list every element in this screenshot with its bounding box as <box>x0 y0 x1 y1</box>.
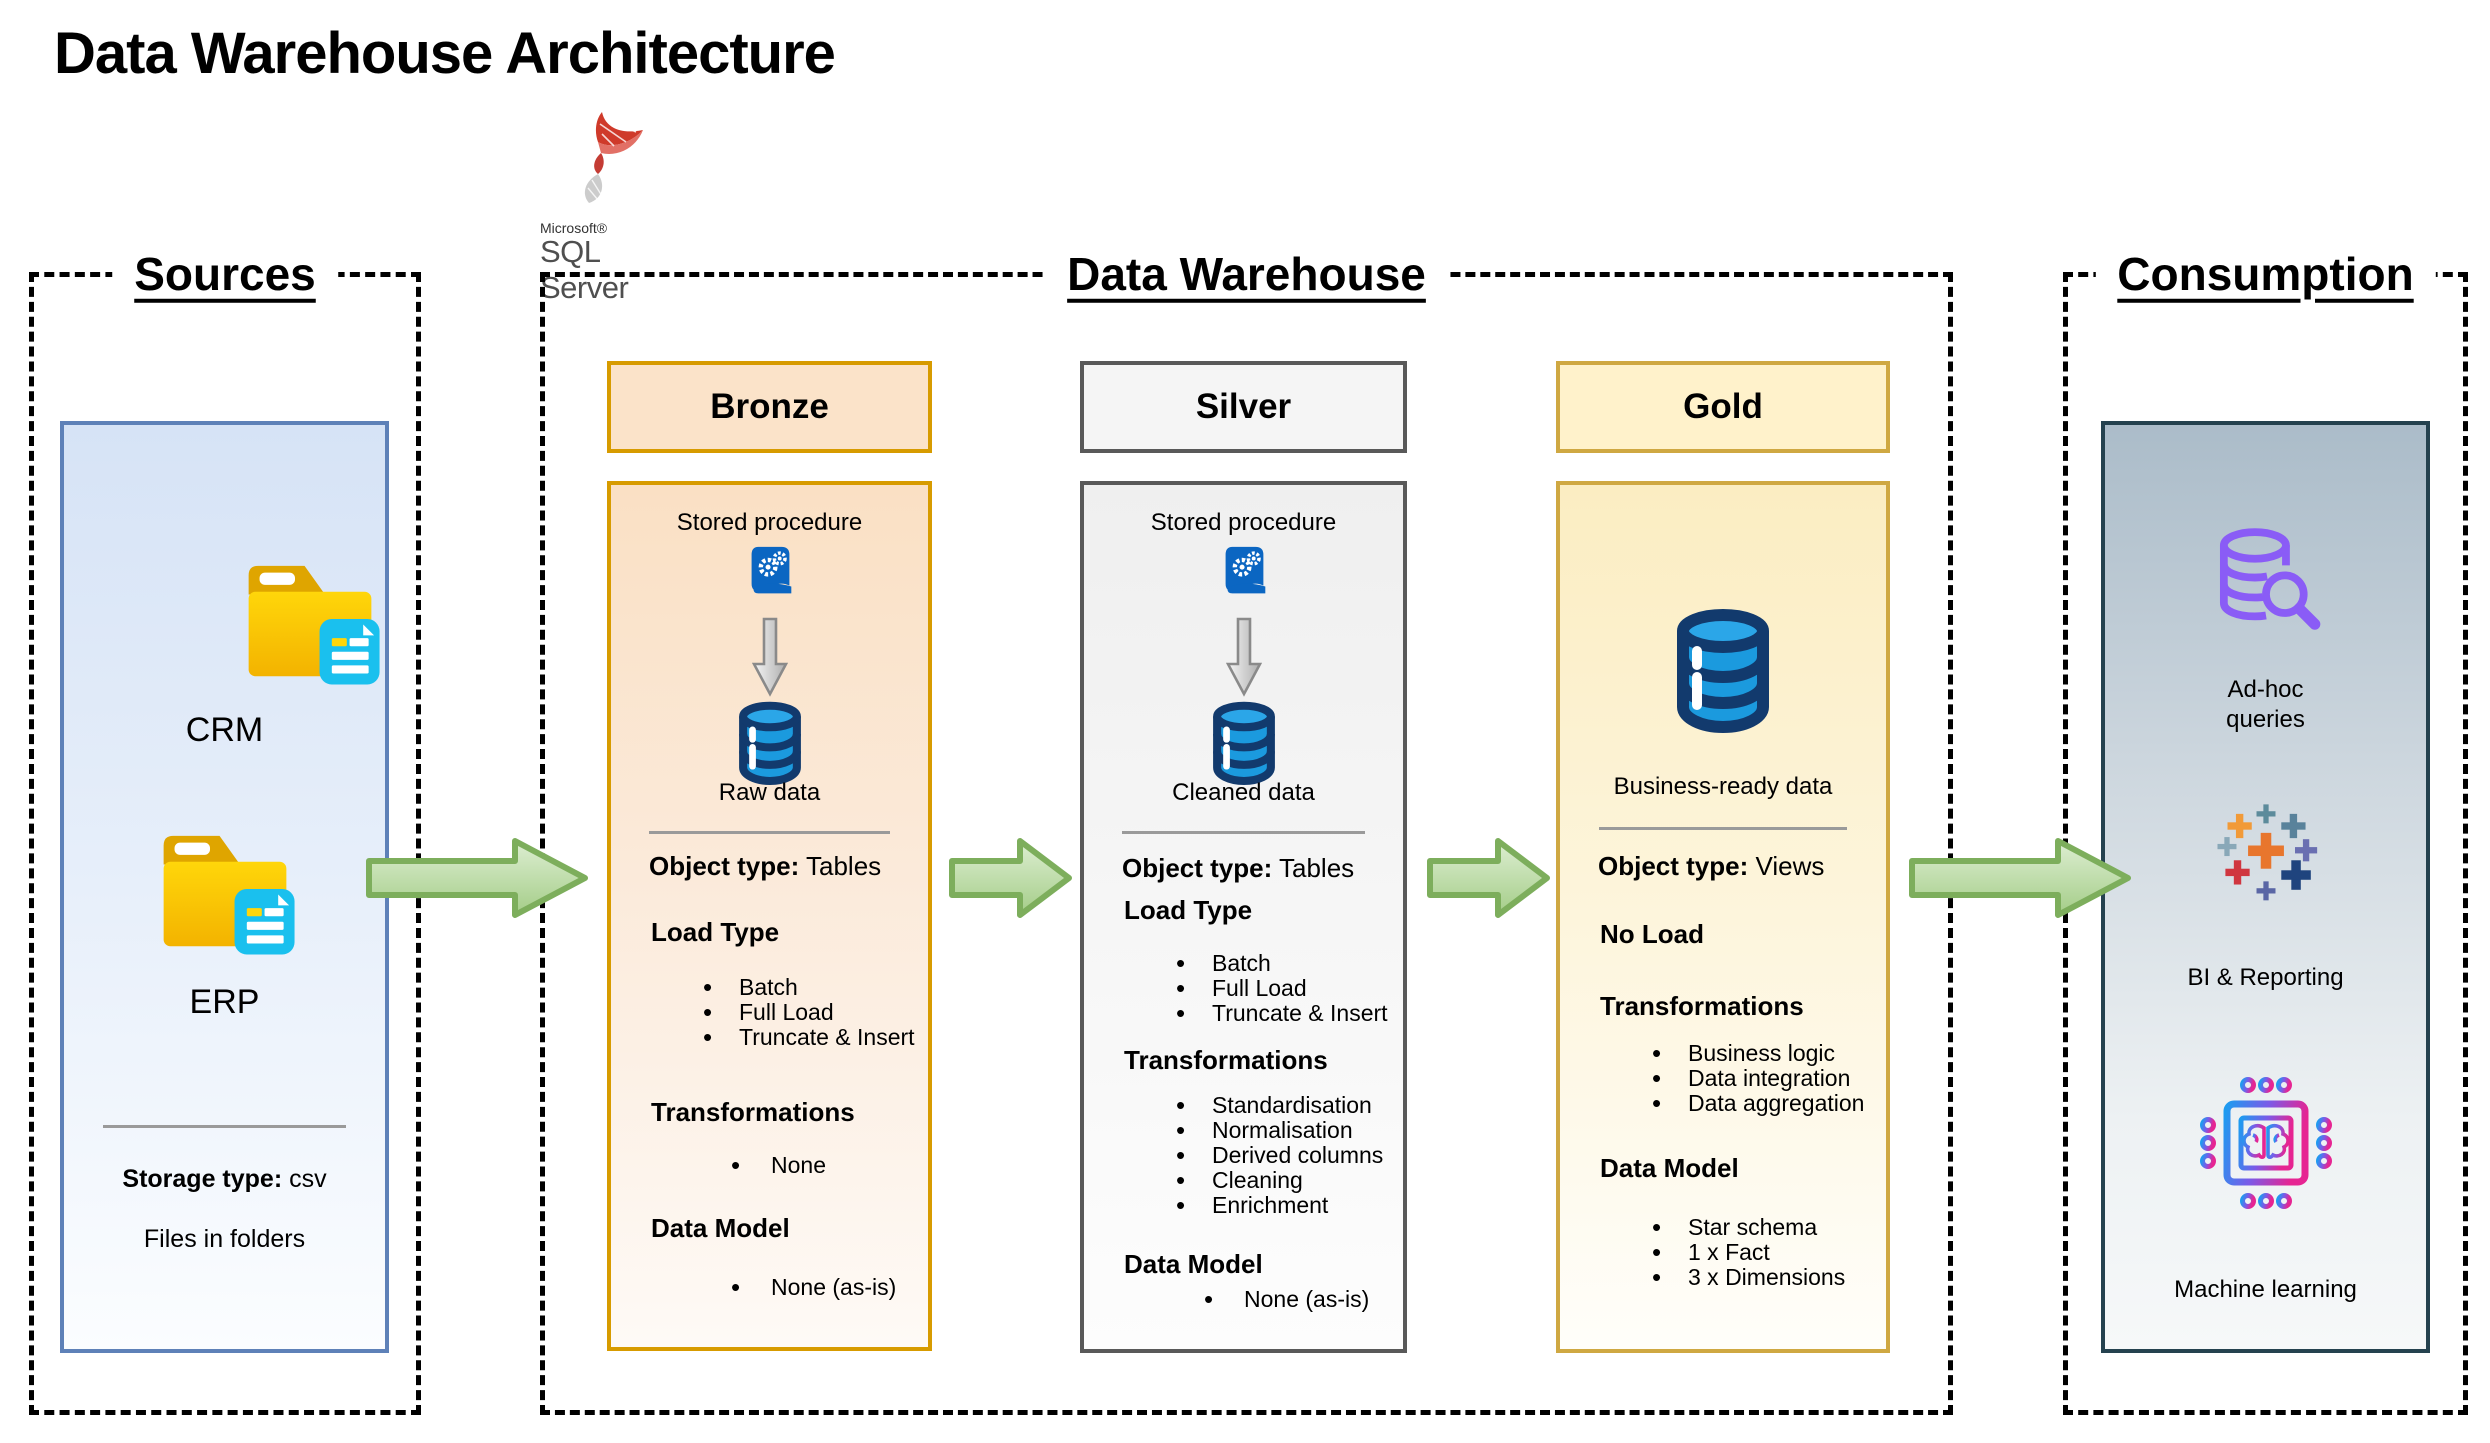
list-item: None (as-is) <box>1084 1287 1403 1313</box>
silver-data-model-heading: Data Model <box>1124 1249 1263 1279</box>
document-icon <box>234 889 295 955</box>
flow-arrow-sources-to-warehouse <box>366 838 588 918</box>
flow-arrow-gold-to-consumption <box>1909 838 2131 918</box>
stored-procedure-icon <box>611 541 928 603</box>
bronze-proc-label: Stored procedure <box>676 509 863 536</box>
down-arrow-icon <box>1084 617 1403 697</box>
list-item: Standardisation <box>1084 1093 1403 1119</box>
silver-db-label: Cleaned data <box>1172 779 1315 806</box>
adhoc-queries-label: Ad-hoc queries <box>2226 676 2305 733</box>
silver-load-type-list: Batch Full Load Truncate & Insert <box>1084 951 1403 1027</box>
silver-object-type: Object type: Tables <box>1122 853 1355 883</box>
consumption-section-label: Consumption <box>2095 246 2436 301</box>
divider <box>649 831 890 834</box>
stored-procedure-icon <box>1084 541 1403 603</box>
sql-server-product-text: SQL Server <box>540 234 629 305</box>
storage-type-value: csv <box>289 1165 327 1193</box>
divider <box>102 1125 347 1128</box>
bi-reporting-label: BI & Reporting <box>2187 964 2344 991</box>
gold-db-label: Business-ready data <box>1613 773 1833 800</box>
machine-learning-label: Machine learning <box>2174 1276 2357 1303</box>
silver-header: Silver <box>1080 361 1407 453</box>
machine-learning-icon <box>2105 1073 2426 1213</box>
list-item: Truncate & Insert <box>1084 1001 1403 1027</box>
list-item: 3 x Dimensions <box>1560 1265 1886 1291</box>
sql-server-brand-text: Microsoft® <box>540 220 608 236</box>
database-icon <box>1560 605 1886 733</box>
erp-label: ERP <box>189 983 260 1021</box>
gold-data-model-list: Star schema 1 x Fact 3 x Dimensions <box>1560 1215 1886 1291</box>
sources-section: Sources <box>29 246 421 1415</box>
bronze-transformations-list: None <box>611 1153 928 1179</box>
gold-data-model-heading: Data Model <box>1600 1153 1739 1183</box>
list-item: Derived columns <box>1084 1143 1403 1169</box>
silver-transformations-list: Standardisation Normalisation Derived co… <box>1084 1093 1403 1219</box>
list-item: Batch <box>1084 951 1403 977</box>
bronze-object-type: Object type: Tables <box>649 851 882 881</box>
gold-box: Business-ready data Object type: Views N… <box>1556 481 1890 1353</box>
adhoc-queries-icon <box>2105 521 2426 643</box>
data-warehouse-section-label: Data Warehouse <box>1045 246 1448 301</box>
gold-header: Gold <box>1556 361 1890 453</box>
list-item: None (as-is) <box>611 1275 928 1301</box>
list-item: Star schema <box>1560 1215 1886 1241</box>
storage-type-line: Storage type: csv <box>64 1165 385 1194</box>
flow-arrow-bronze-to-silver <box>949 838 1072 918</box>
list-item: Full Load <box>611 1000 928 1026</box>
bronze-data-model-heading: Data Model <box>651 1213 790 1243</box>
tableau-icon <box>2105 797 2426 913</box>
list-item: Business logic <box>1560 1041 1886 1067</box>
crm-folder-icon <box>64 553 385 685</box>
sources-box: CRM ERP <box>60 421 389 1353</box>
bronze-box: Stored procedure <box>607 481 932 1351</box>
gold-object-type: Object type: Views <box>1598 851 1825 881</box>
silver-proc-label: Stored procedure <box>1150 509 1337 536</box>
gold-transformations-heading: Transformations <box>1600 991 1804 1021</box>
list-item: Normalisation <box>1084 1118 1403 1144</box>
silver-data-model-list: None (as-is) <box>1084 1287 1403 1313</box>
brain-glyph <box>2241 1124 2290 1160</box>
storage-note: Files in folders <box>143 1225 306 1253</box>
sql-server-logo: Microsoft® SQL Server <box>540 112 680 305</box>
flow-arrow-silver-to-gold <box>1427 838 1550 918</box>
bronze-data-model-list: None (as-is) <box>611 1275 928 1301</box>
silver-load-type-heading: Load Type <box>1124 895 1253 925</box>
list-item: Data integration <box>1560 1066 1886 1092</box>
bronze-transformations-heading: Transformations <box>651 1097 855 1127</box>
document-icon <box>319 619 380 685</box>
consumption-box: Ad-hoc queries BI & Reporting <box>2101 421 2430 1353</box>
database-icon <box>611 699 928 785</box>
list-item: Data aggregation <box>1560 1091 1886 1117</box>
data-warehouse-section: Data Warehouse <box>540 246 1953 1415</box>
list-item: None <box>611 1153 928 1179</box>
sql-server-swoosh-icon <box>584 112 643 203</box>
storage-type-label: Storage type: <box>122 1165 283 1193</box>
silver-transformations-heading: Transformations <box>1124 1045 1328 1075</box>
divider <box>1599 827 1847 830</box>
divider <box>1122 831 1365 834</box>
gold-transformations-list: Business logic Data integration Data agg… <box>1560 1041 1886 1117</box>
list-item: Batch <box>611 975 928 1001</box>
list-item: Cleaning <box>1084 1168 1403 1194</box>
gold-no-load-heading: No Load <box>1600 919 1704 949</box>
erp-folder-icon <box>64 823 385 955</box>
sources-section-label: Sources <box>112 246 338 301</box>
silver-box: Stored procedure <box>1080 481 1407 1353</box>
down-arrow-icon <box>611 617 928 697</box>
bronze-header: Bronze <box>607 361 932 453</box>
page-title: Data Warehouse Architecture <box>54 21 836 86</box>
database-icon <box>1084 699 1403 785</box>
list-item: Enrichment <box>1084 1193 1403 1219</box>
bronze-db-label: Raw data <box>718 779 821 806</box>
crm-label: CRM <box>185 711 264 749</box>
bronze-load-type-heading: Load Type <box>651 917 780 947</box>
bronze-load-type-list: Batch Full Load Truncate & Insert <box>611 975 928 1051</box>
list-item: 1 x Fact <box>1560 1240 1886 1266</box>
list-item: Full Load <box>1084 976 1403 1002</box>
list-item: Truncate & Insert <box>611 1025 928 1051</box>
